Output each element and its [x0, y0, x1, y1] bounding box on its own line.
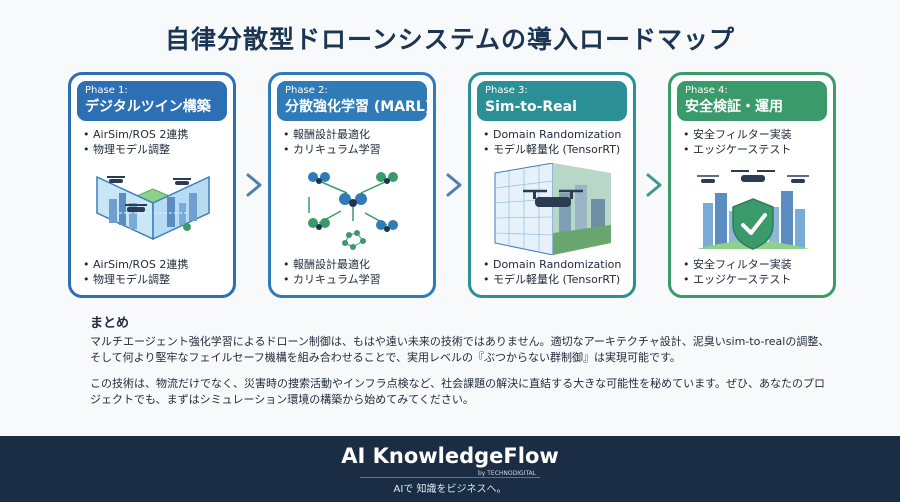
- chevron-right-icon: [446, 173, 462, 197]
- phase-4-name: 安全検証・運用: [685, 99, 783, 115]
- phase-3-top-item: • モデル軽量化 (TensorRT): [483, 143, 621, 156]
- digital-twin-drone-city-icon: [95, 175, 211, 241]
- phase-1-bottom-item: • 物理モデル調整: [83, 273, 170, 286]
- summary-title: まとめ: [90, 316, 130, 331]
- chevron-right-icon: [646, 173, 662, 197]
- brand-divider: [360, 477, 540, 478]
- brand-byline: by TECHNODIGITAL: [478, 470, 537, 477]
- phase-3-card: Phase 3: Sim-to-Real • Domain Randomizat…: [468, 72, 636, 298]
- phase-1-top-list: • AirSim/ROS 2連携 • 物理モデル調整: [83, 127, 235, 157]
- summary-paragraph: この技術は、物流だけでなく、災害時の捜索活動やインフラ点検など、社会課題の解決に…: [90, 377, 826, 406]
- phase-4-number: Phase 4:: [685, 85, 728, 96]
- summary-paragraph: マルチエージェント強化学習によるドローン制御は、もはや遠い未来の技術ではありませ…: [90, 335, 830, 364]
- phase-3-number: Phase 3:: [485, 85, 528, 96]
- phase-1-bottom-item: • AirSim/ROS 2連携: [83, 258, 189, 271]
- phase-3-name: Sim-to-Real: [485, 99, 577, 115]
- phase-2-header: Phase 2: 分散強化学習 (MARL): [277, 81, 432, 121]
- phase-1-top-item: • 物理モデル調整: [83, 143, 170, 156]
- page-title: 自律分散型ドローンシステムの導入ロードマップ: [164, 25, 735, 54]
- phase-1-name: デジタルツイン構築: [85, 99, 211, 115]
- phase-2-bottom-item: • カリキュラム学習: [283, 273, 381, 286]
- phase-4-bottom-item: • エッジケーステスト: [683, 273, 792, 286]
- phase-4-top-item: • エッジケーステスト: [683, 143, 792, 156]
- phase-3-bottom-list: • Domain Randomization • モデル軽量化 (TensorR…: [483, 257, 635, 287]
- phase-1-top-item: • AirSim/ROS 2連携: [83, 128, 189, 141]
- chevron-right-icon: [246, 173, 262, 197]
- phase-2-top-item: • カリキュラム学習: [283, 143, 381, 156]
- phase-4-bottom-list: • 安全フィルター実装 • エッジケーステスト: [683, 257, 835, 287]
- phase-3-bottom-item: • モデル軽量化 (TensorRT): [483, 273, 621, 286]
- phase-1-card: Phase 1: デジタルツイン構築 • AirSim/ROS 2連携 • 物理…: [68, 72, 236, 298]
- phase-2-name: 分散強化学習 (MARL): [285, 99, 432, 115]
- phase-1-number: Phase 1:: [85, 85, 128, 96]
- phase-2-top-list: • 報酬設計最適化 • カリキュラム学習: [283, 127, 435, 157]
- safety-shield-city-icon: [697, 170, 809, 250]
- phase-2-bottom-list: • 報酬設計最適化 • カリキュラム学習: [283, 257, 435, 287]
- phase-2-number: Phase 2:: [285, 85, 328, 96]
- summary-section: まとめ マルチエージェント強化学習によるドローン制御は、もはや遠い未来の技術では…: [90, 316, 830, 418]
- phase-4-bottom-item: • 安全フィルター実装: [683, 258, 792, 271]
- phase-4-card: Phase 4: 安全検証・運用 • 安全フィルター実装 • エッジケーステスト…: [668, 72, 836, 298]
- brand-logo-text: AI KnowledgeFlow: [341, 444, 559, 468]
- phase-3-bottom-item: • Domain Randomization: [483, 258, 622, 271]
- phase-3-top-list: • Domain Randomization • モデル軽量化 (TensorR…: [483, 127, 635, 157]
- phase-3-top-item: • Domain Randomization: [483, 128, 622, 141]
- drone-swarm-network-icon: [308, 172, 398, 250]
- phase-4-top-item: • 安全フィルター実装: [683, 128, 792, 141]
- footer-banner: AI KnowledgeFlow by TECHNODIGITAL AIで 知識…: [0, 436, 900, 502]
- phase-2-bottom-item: • 報酬設計最適化: [283, 258, 370, 271]
- phase-1-header: Phase 1: デジタルツイン構築: [77, 81, 227, 121]
- phase-4-top-list: • 安全フィルター実装 • エッジケーステスト: [683, 127, 835, 157]
- phase-1-bottom-list: • AirSim/ROS 2連携 • 物理モデル調整: [83, 257, 235, 287]
- sim-to-real-drone-icon: [494, 163, 611, 255]
- brand-tagline: AIで 知識をビジネスへ。: [393, 484, 507, 495]
- phase-2-card: Phase 2: 分散強化学習 (MARL) • 報酬設計最適化 • カリキュラ…: [268, 72, 436, 298]
- phase-2-top-item: • 報酬設計最適化: [283, 128, 370, 141]
- phase-4-header: Phase 4: 安全検証・運用: [677, 81, 827, 121]
- phase-3-header: Phase 3: Sim-to-Real: [477, 81, 627, 121]
